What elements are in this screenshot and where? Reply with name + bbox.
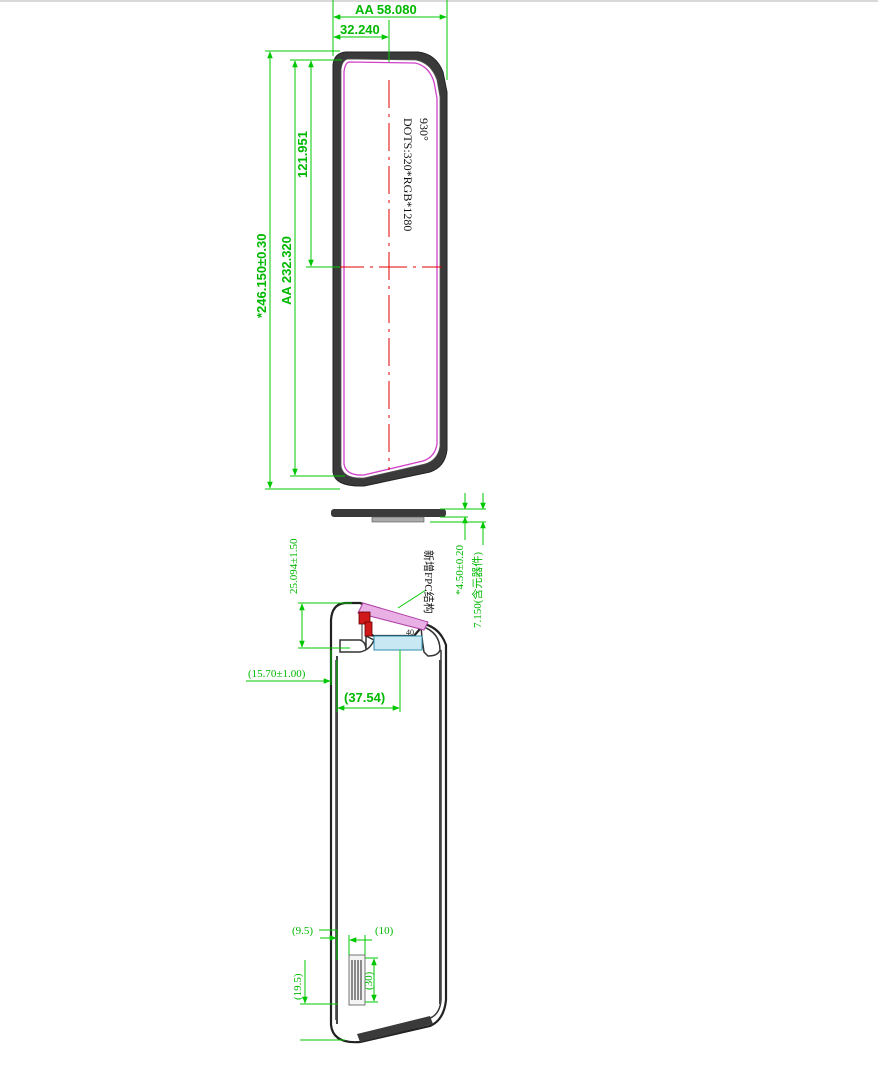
half-width-label: 32.240 <box>340 22 380 37</box>
side-view: *4.50±0.20 7.150(含元器件) <box>331 493 486 628</box>
total-thickness-label: 7.150(含元器件) <box>470 552 484 628</box>
thickness-label: *4.50±0.20 <box>454 544 466 595</box>
flex-offset-label: (15.70±1.00) <box>248 668 306 680</box>
rear-view: 40 新增FPC结构 25.094±1.50 (15.70±1.00) (37.… <box>246 538 448 1044</box>
fpc-new-strip <box>357 602 429 631</box>
fpc-note: 新增FPC结构 <box>422 550 436 614</box>
toolbar-edge <box>0 0 878 2</box>
outline-height-label: *246.150±0.30 <box>254 234 269 319</box>
side-profile-component <box>371 516 425 523</box>
aa-width-label: AA 58.080 <box>355 2 417 17</box>
barcode-bars <box>351 960 362 1000</box>
top-view: 930° DOTS:320*RGB*1280 AA 58.080 32.240 … <box>254 0 448 490</box>
flex-height-label: 25.094±1.50 <box>288 538 300 594</box>
flex-width-label: (37.54) <box>344 690 385 705</box>
display-inner-panel <box>340 58 441 479</box>
connector-red <box>358 611 371 625</box>
connector-red-lower <box>364 621 373 637</box>
rear-bottom-strip <box>357 1016 433 1042</box>
angle-note: 930° <box>417 118 431 141</box>
dots-note: DOTS:320*RGB*1280 <box>401 118 415 231</box>
conn-width-label: (10) <box>375 925 394 937</box>
pin-count-label: 40 <box>406 628 414 637</box>
conn-length-label: (30) <box>363 971 375 990</box>
fpc-tail <box>373 635 423 651</box>
half-height-label: 121.951 <box>295 131 310 178</box>
conn-height-label: (19.5) <box>292 973 304 1000</box>
aa-height-label: AA 232.320 <box>279 236 294 305</box>
conn-left-label: (9.5) <box>292 925 313 937</box>
side-profile-bezel <box>331 509 446 517</box>
active-area-outline <box>343 61 438 476</box>
rear-housing-outline <box>329 601 448 1044</box>
